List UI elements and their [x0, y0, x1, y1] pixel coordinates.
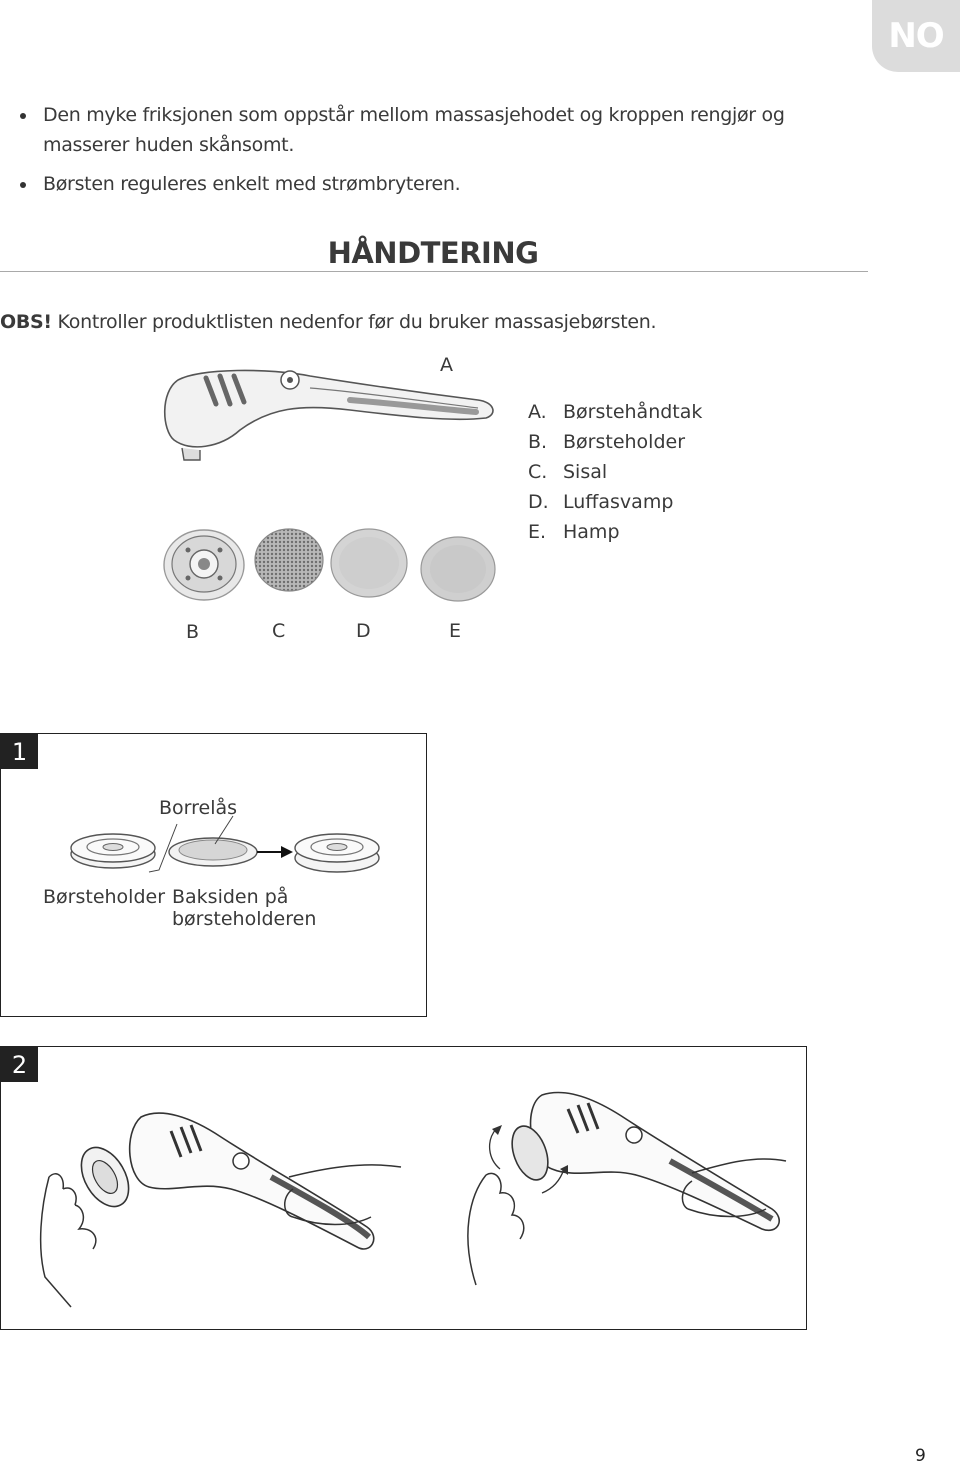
part-name: Sisal [563, 461, 608, 483]
step-2-attach-illustration [39, 1112, 402, 1308]
section-title: HÅNDTERING [327, 236, 539, 270]
loofah-pad-illustration [330, 528, 408, 598]
figure-label-d: D [356, 620, 371, 642]
notice: OBS! Kontroller produktlisten nedenfor f… [0, 311, 657, 333]
figure-label-b: B [186, 621, 200, 643]
step-number: 1 [1, 734, 38, 769]
language-tab: NO [872, 0, 960, 72]
figure-label-e: E [449, 620, 462, 642]
figure-label-a: A [440, 354, 453, 376]
section-divider [0, 271, 868, 272]
part-name: Hamp [563, 521, 620, 543]
figure-label-c: C [272, 620, 286, 642]
parts-list-item: C. Sisal [528, 457, 702, 487]
notice-prefix: OBS! [0, 311, 52, 333]
step-1-panel: 1 Borrelås Børsteholder Baksiden på børs… [0, 733, 427, 1017]
feature-item: Børsten reguleres enkelt med strømbryter… [20, 169, 840, 199]
brush-holder-label: Børsteholder [43, 886, 166, 908]
part-letter: C. [528, 461, 548, 483]
step-1-illustration [70, 815, 380, 873]
notice-text: Kontroller produktlisten nedenfor før du… [51, 311, 657, 333]
brush-holder-illustration [163, 529, 245, 601]
parts-list-item: E. Hamp [528, 517, 702, 547]
back-side-label: Baksiden på børsteholderen [172, 886, 317, 930]
step-2-panel: 2 [0, 1046, 807, 1330]
hemp-pad-illustration [420, 536, 496, 602]
feature-list: Den myke friksjonen som oppstår mellom m… [20, 100, 840, 208]
parts-list-item: D. Luffasvamp [528, 487, 702, 517]
part-letter: D. [528, 491, 549, 513]
part-letter: B. [528, 431, 548, 453]
velcro-label: Borrelås [159, 797, 238, 819]
parts-list-item: B. Børsteholder [528, 427, 702, 457]
part-letter: E. [528, 521, 547, 543]
parts-list: A. Børstehåndtak B. Børsteholder C. Sisal D… [528, 397, 702, 547]
parts-list-item: A. Børstehåndtak [528, 397, 702, 427]
step-number: 2 [1, 1047, 38, 1082]
part-letter: A. [528, 401, 547, 423]
part-name: Børstehåndtak [563, 401, 703, 423]
page-number: 9 [915, 1446, 926, 1466]
sisal-pad-illustration [254, 528, 324, 592]
feature-item: Den myke friksjonen som oppstår mellom m… [20, 100, 840, 160]
massager-handle-illustration [164, 369, 494, 461]
step-2-rotate-illustration [467, 1091, 787, 1286]
part-name: Luffasvamp [563, 491, 674, 513]
part-name: Børsteholder [563, 431, 686, 453]
